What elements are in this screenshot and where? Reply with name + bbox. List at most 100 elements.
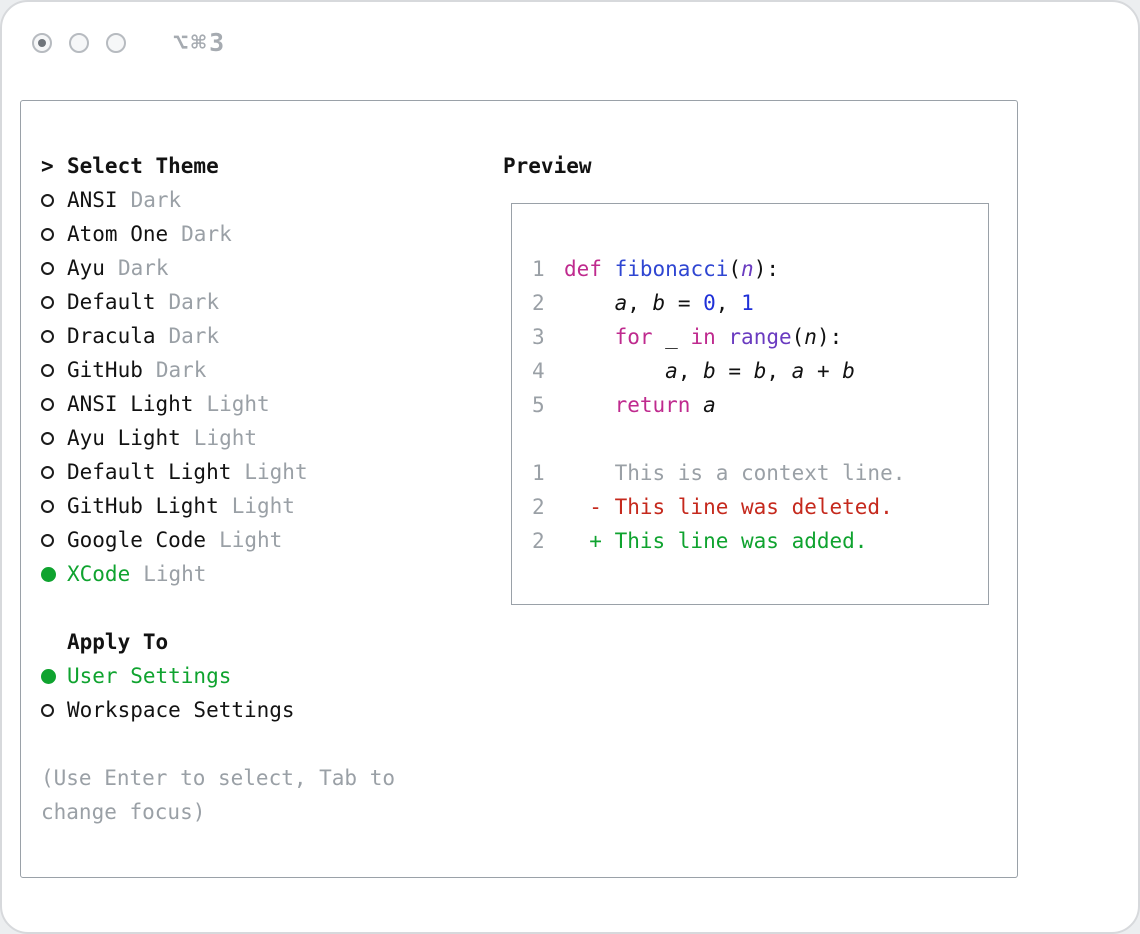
theme-variant: Light	[244, 460, 308, 484]
token	[564, 393, 615, 417]
token-keyword: for	[614, 325, 653, 349]
radio-icon	[41, 227, 54, 241]
theme-variant: Light	[143, 562, 207, 586]
code-text: a, b = 0, 1	[564, 286, 754, 320]
token-keyword: in	[690, 325, 716, 349]
theme-option-ayu-light[interactable]: Ayu Light Light	[41, 421, 395, 455]
code-line: 3 for _ in range(n):	[532, 320, 988, 354]
apply-to-title: Apply To	[67, 630, 169, 654]
code-section-gap	[532, 422, 988, 456]
theme-variant: Dark	[155, 358, 207, 382]
titlebar: ⌥⌘3	[32, 28, 227, 57]
radio-marker	[41, 668, 67, 684]
token-number: 0	[703, 291, 716, 315]
theme-variant: Light	[219, 528, 283, 552]
token	[690, 393, 703, 417]
token-builtin: range	[728, 325, 792, 349]
code-line: 2 + This line was added.	[532, 524, 988, 558]
token: _	[652, 325, 691, 349]
token-var: b	[652, 291, 666, 315]
line-number: 1	[532, 257, 545, 281]
code-text: for _ in range(n):	[564, 320, 843, 354]
apply-to-header: Apply To	[41, 625, 395, 659]
token: +	[804, 359, 843, 383]
token: ,	[627, 291, 653, 315]
select-theme-title: Select Theme	[67, 154, 219, 178]
radio-marker	[41, 363, 67, 377]
prompt-icon: >	[41, 154, 54, 178]
token-keyword: def	[564, 257, 602, 281]
token-number: 1	[741, 291, 754, 315]
code-line: 4 a, b = b, a + b	[532, 354, 988, 388]
theme-option-google-code[interactable]: Google Code Light	[41, 523, 395, 557]
theme-name: GitHub Light	[67, 494, 219, 518]
token-added: + This line was added.	[564, 529, 868, 553]
theme-name: Google Code	[67, 528, 207, 552]
radio-marker	[41, 227, 67, 241]
theme-name: Ayu Light	[67, 426, 181, 450]
traffic-light-3[interactable]	[106, 32, 126, 53]
theme-variant: Light	[193, 426, 258, 450]
traffic-light-1[interactable]	[32, 32, 52, 53]
radio-marker	[41, 499, 67, 513]
line-number: 4	[532, 359, 545, 383]
code-line: 5 return a	[532, 388, 988, 422]
code-text: a, b = b, a + b	[564, 354, 855, 388]
theme-name: XCode	[67, 562, 131, 586]
theme-name: Default Light	[67, 460, 232, 484]
radio-icon	[41, 668, 56, 684]
token: =	[715, 359, 754, 383]
keyboard-shortcut-label: ⌥⌘3	[173, 28, 228, 57]
theme-name: Atom One	[67, 222, 169, 246]
radio-icon	[41, 431, 54, 445]
select-theme-header: > Select Theme	[41, 149, 395, 183]
code-text: return a	[564, 388, 716, 422]
radio-marker	[41, 397, 67, 411]
line-number: 2	[532, 291, 545, 315]
code-line: 1 def fibonacci(n):	[532, 252, 988, 286]
token	[564, 325, 615, 349]
code-text: def fibonacci(n):	[564, 252, 779, 286]
theme-variant: Light	[231, 494, 295, 518]
apply-option-workspace-settings[interactable]: Workspace Settings	[41, 693, 395, 727]
token-var: a	[703, 393, 716, 417]
apply-option-user-settings[interactable]: User Settings	[41, 659, 395, 693]
line-number: 2	[532, 495, 545, 519]
theme-name: Dracula	[67, 324, 156, 348]
token-var: b	[753, 359, 767, 383]
token: (	[791, 325, 805, 349]
token-context: This is a context line.	[564, 461, 906, 485]
token-var: a	[665, 359, 678, 383]
radio-marker	[41, 533, 67, 547]
traffic-light-2[interactable]	[69, 32, 89, 53]
theme-option-xcode[interactable]: XCode Light	[41, 557, 395, 591]
apply-option-label: User Settings	[67, 664, 232, 688]
theme-variant: Dark	[117, 256, 169, 280]
line-number: 5	[532, 393, 545, 417]
theme-option-github-light[interactable]: GitHub Light Light	[41, 489, 395, 523]
code-line: 2 - This line was deleted.	[532, 490, 988, 524]
help-line-2: change focus)	[41, 800, 206, 824]
radio-marker	[41, 329, 67, 343]
apply-option-label: Workspace Settings	[67, 698, 295, 722]
code-text: - This line was deleted.	[564, 490, 892, 524]
theme-option-default-light[interactable]: Default Light Light	[41, 455, 395, 489]
code-line: 2 a, b = 0, 1	[532, 286, 988, 320]
radio-icon	[41, 566, 56, 582]
code-text: + This line was added.	[564, 524, 867, 558]
token	[564, 291, 615, 315]
